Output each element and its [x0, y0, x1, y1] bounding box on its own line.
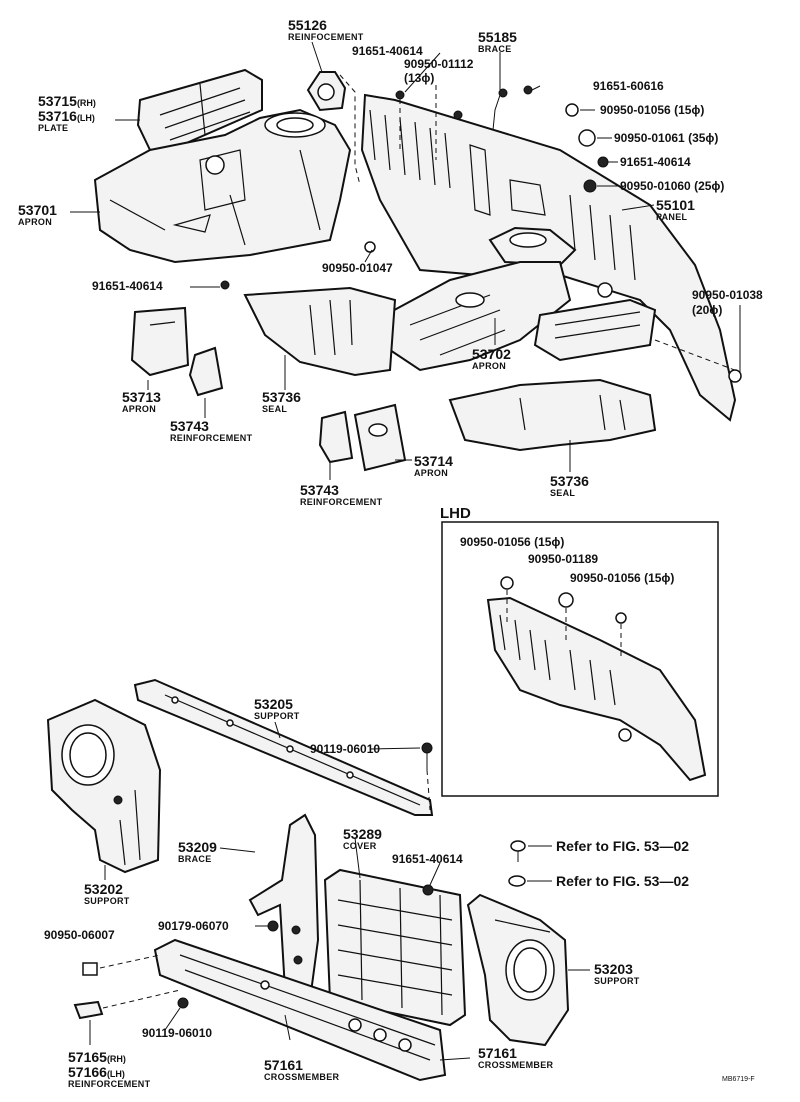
- label-90119-06010-a: 90119-06010: [310, 742, 381, 756]
- label-53743-b-name: REINFORCEMENT: [300, 497, 383, 507]
- support-53203-part: [466, 893, 570, 1047]
- apron-53713-part: [130, 306, 190, 377]
- label-90950-01112: 90950-01112: [404, 57, 474, 71]
- label-55126-name: REINFOCEMENT: [288, 32, 364, 42]
- crossmember-57161-part: [153, 938, 447, 1082]
- label-90119-06010-b: 90119-06010: [142, 1026, 213, 1040]
- label-90950-01060: 90950-01060 (25ϕ): [620, 179, 725, 193]
- label-53715-number: 53715(RH): [38, 93, 96, 109]
- plate-right-part: [533, 298, 657, 362]
- label-91651-40614-c: 91651-40614: [92, 279, 163, 293]
- hardware-bottom: [73, 742, 526, 1020]
- label-lhd-90950-01189: 90950-01189: [528, 552, 599, 566]
- label-90950-01061: 90950-01061 (35ϕ): [614, 131, 719, 145]
- label-53714-name: APRON: [414, 468, 449, 478]
- label-53743-a-name: REINFORCEMENT: [170, 433, 253, 443]
- label-90950-01112-size: (13ϕ): [404, 71, 435, 85]
- label-53202-number: 53202: [84, 881, 123, 897]
- label-53702-name: APRON: [472, 361, 507, 371]
- label-57165-number: 57165(RH): [68, 1049, 126, 1065]
- label-57161-b-name: CROSSMEMBER: [478, 1060, 554, 1070]
- label-53701-number: 53701: [18, 202, 57, 218]
- label-53743-b-number: 53743: [300, 482, 339, 498]
- label-53716-name: PLATE: [38, 123, 69, 133]
- label-55126-number: 55126: [288, 17, 327, 33]
- label-53736-a-number: 53736: [262, 389, 301, 405]
- label-53713-number: 53713: [122, 389, 161, 405]
- lhd-inset-frame: [441, 521, 719, 797]
- seal-53736-a-part: [243, 286, 397, 377]
- label-90950-01038-size: (20ϕ): [692, 303, 723, 317]
- seal-53736-b-part: [448, 378, 657, 452]
- label-57165-side: (RH): [106, 1054, 126, 1064]
- label-53736-b-number: 53736: [550, 473, 589, 489]
- label-53202-name: SUPPORT: [84, 896, 130, 906]
- label-lhd-90950-01056-b: 90950-01056 (15ϕ): [570, 571, 675, 585]
- reinforcement-53743-a-part: [188, 346, 224, 397]
- label-lhd-90950-01056-a: 90950-01056 (15ϕ): [460, 535, 565, 549]
- label-53714-number: 53714: [414, 453, 453, 469]
- label-90950-01056-a: 90950-01056 (15ϕ): [600, 103, 705, 117]
- label-53716-number: 53716(LH): [38, 108, 95, 124]
- label-90950-01038: 90950-01038: [692, 288, 763, 302]
- label-53736-b-name: SEAL: [550, 488, 576, 498]
- label-91651-40614-b: 91651-40614: [620, 155, 691, 169]
- label-57161-a-number: 57161: [264, 1057, 303, 1073]
- label-55185-name: BRACE: [478, 44, 512, 54]
- label-53743-a-number: 53743: [170, 418, 209, 434]
- lhd-title: LHD: [440, 505, 471, 522]
- label-57166-name: REINFORCEMENT: [68, 1079, 151, 1089]
- label-91651-40614-a: 91651-40614: [352, 44, 423, 58]
- label-53289-number: 53289: [343, 826, 382, 842]
- label-57166-side: (LH): [106, 1069, 125, 1079]
- label-55101-name: PANEL: [656, 212, 688, 222]
- label-90950-01047: 90950-01047: [322, 261, 393, 275]
- label-57161-b-number: 57161: [478, 1045, 517, 1061]
- label-53205-name: SUPPORT: [254, 711, 300, 721]
- label-53203-name: SUPPORT: [594, 976, 640, 986]
- label-53289-name: COVER: [343, 841, 377, 851]
- label-53716-side: (LH): [76, 113, 95, 123]
- label-53702-number: 53702: [472, 346, 511, 362]
- label-53701-name: APRON: [18, 217, 53, 227]
- label-91651-60616: 91651-60616: [593, 79, 664, 93]
- apron-53714-part: [318, 403, 407, 472]
- lhd-panel-part: [486, 576, 707, 782]
- plate-53715-part: [136, 68, 263, 152]
- panel-55101-part: [360, 93, 737, 422]
- label-53209-number: 53209: [178, 839, 217, 855]
- reinforcement-55126-part: [306, 71, 347, 112]
- label-55185-number: 55185: [478, 29, 517, 45]
- label-53736-a-name: SEAL: [262, 404, 288, 414]
- label-57161-a-name: CROSSMEMBER: [264, 1072, 340, 1082]
- label-53715-side: (RH): [76, 98, 96, 108]
- refer-fig-53-02-a: Refer to FIG. 53—02: [556, 838, 690, 854]
- label-57166-number: 57166(LH): [68, 1064, 125, 1080]
- leader-lines-bottom: [89, 721, 590, 1061]
- label-53713-name: APRON: [122, 404, 157, 414]
- label-90950-06007: 90950-06007: [44, 928, 115, 942]
- label-53203-number: 53203: [594, 961, 633, 977]
- label-90179-06070: 90179-06070: [158, 919, 229, 933]
- label-55101-number: 55101: [656, 197, 695, 213]
- refer-fig-53-02-b: Refer to FIG. 53—02: [556, 873, 690, 889]
- apron-53701-part: [93, 108, 352, 264]
- support-53202-part: [46, 698, 162, 874]
- support-53205-part: [133, 678, 434, 816]
- label-53205-number: 53205: [254, 696, 293, 712]
- label-91651-40614-d: 91651-40614: [392, 852, 463, 866]
- label-53209-name: BRACE: [178, 854, 212, 864]
- leader-lines-top: [70, 41, 741, 480]
- figure-code: MB6719-F: [722, 1076, 755, 1083]
